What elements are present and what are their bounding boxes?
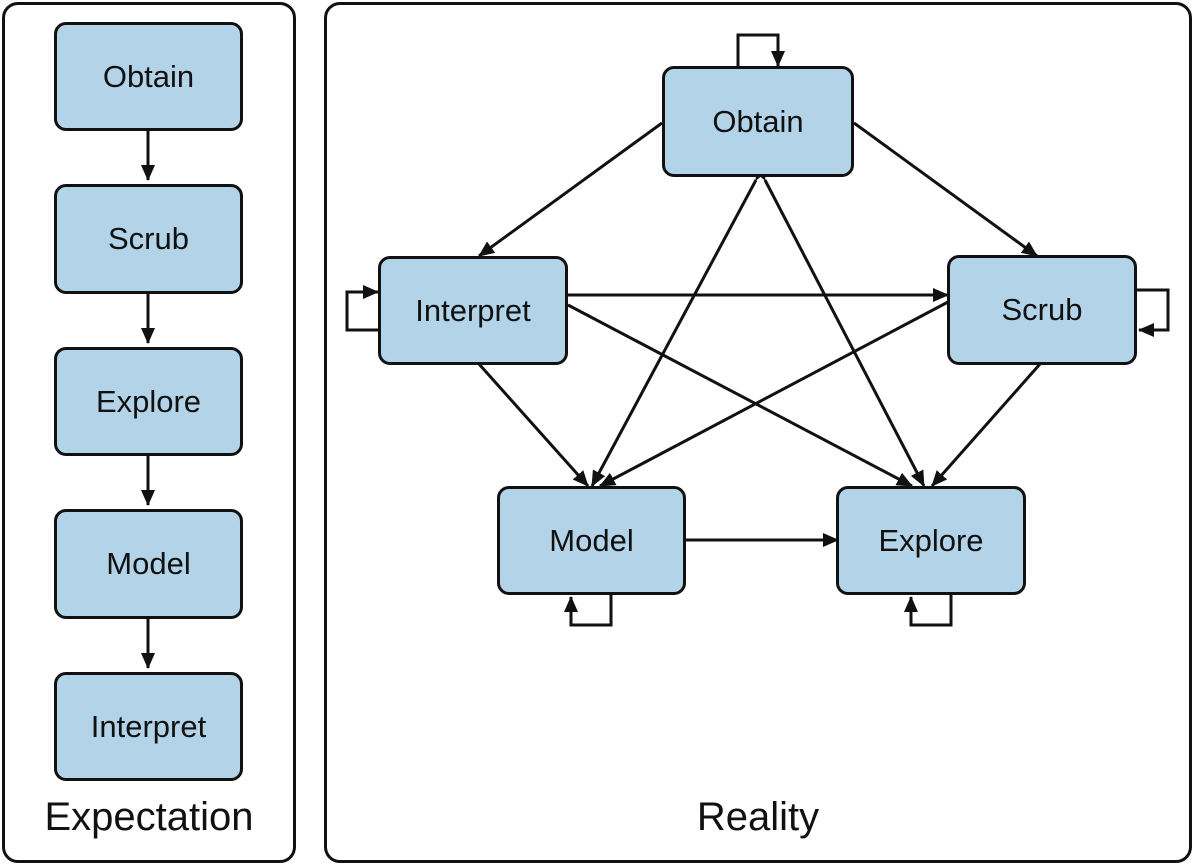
expectation-title: Expectation [44, 795, 254, 839]
self-loop-explore [904, 595, 953, 627]
reality-node-obtain: Obtain [662, 66, 854, 177]
arrow-scrub-model [599, 288, 965, 488]
expectation-step-scrub: Scrub [54, 184, 243, 294]
self-loop-model [564, 595, 613, 627]
expectation-step-model: Model [54, 509, 243, 619]
self-loop-scrub [1137, 288, 1170, 337]
arrow-obtain-interpret [478, 108, 679, 258]
expectation-step-interpret: Interpret [54, 672, 243, 781]
expectation-step-explore: Explore [54, 347, 243, 456]
reality-node-explore: Explore [836, 486, 1026, 595]
arrow-obtain-model [590, 163, 770, 487]
reality-node-model: Model [497, 486, 686, 595]
expectation-step-obtain: Obtain [54, 22, 243, 131]
arrow-obtain-explore [751, 163, 926, 487]
arrow-scrub-explore [930, 348, 1056, 487]
reality-node-scrub: Scrub [947, 255, 1137, 365]
arrow-interpret-explore [551, 291, 913, 488]
reality-title: Reality [696, 795, 820, 839]
reality-node-interpret: Interpret [378, 256, 568, 365]
self-loop-obtain [736, 33, 785, 68]
arrow-obtain-scrub [837, 108, 1038, 258]
self-loop-interpret [345, 285, 380, 332]
arrow-interpret-model [463, 348, 590, 487]
